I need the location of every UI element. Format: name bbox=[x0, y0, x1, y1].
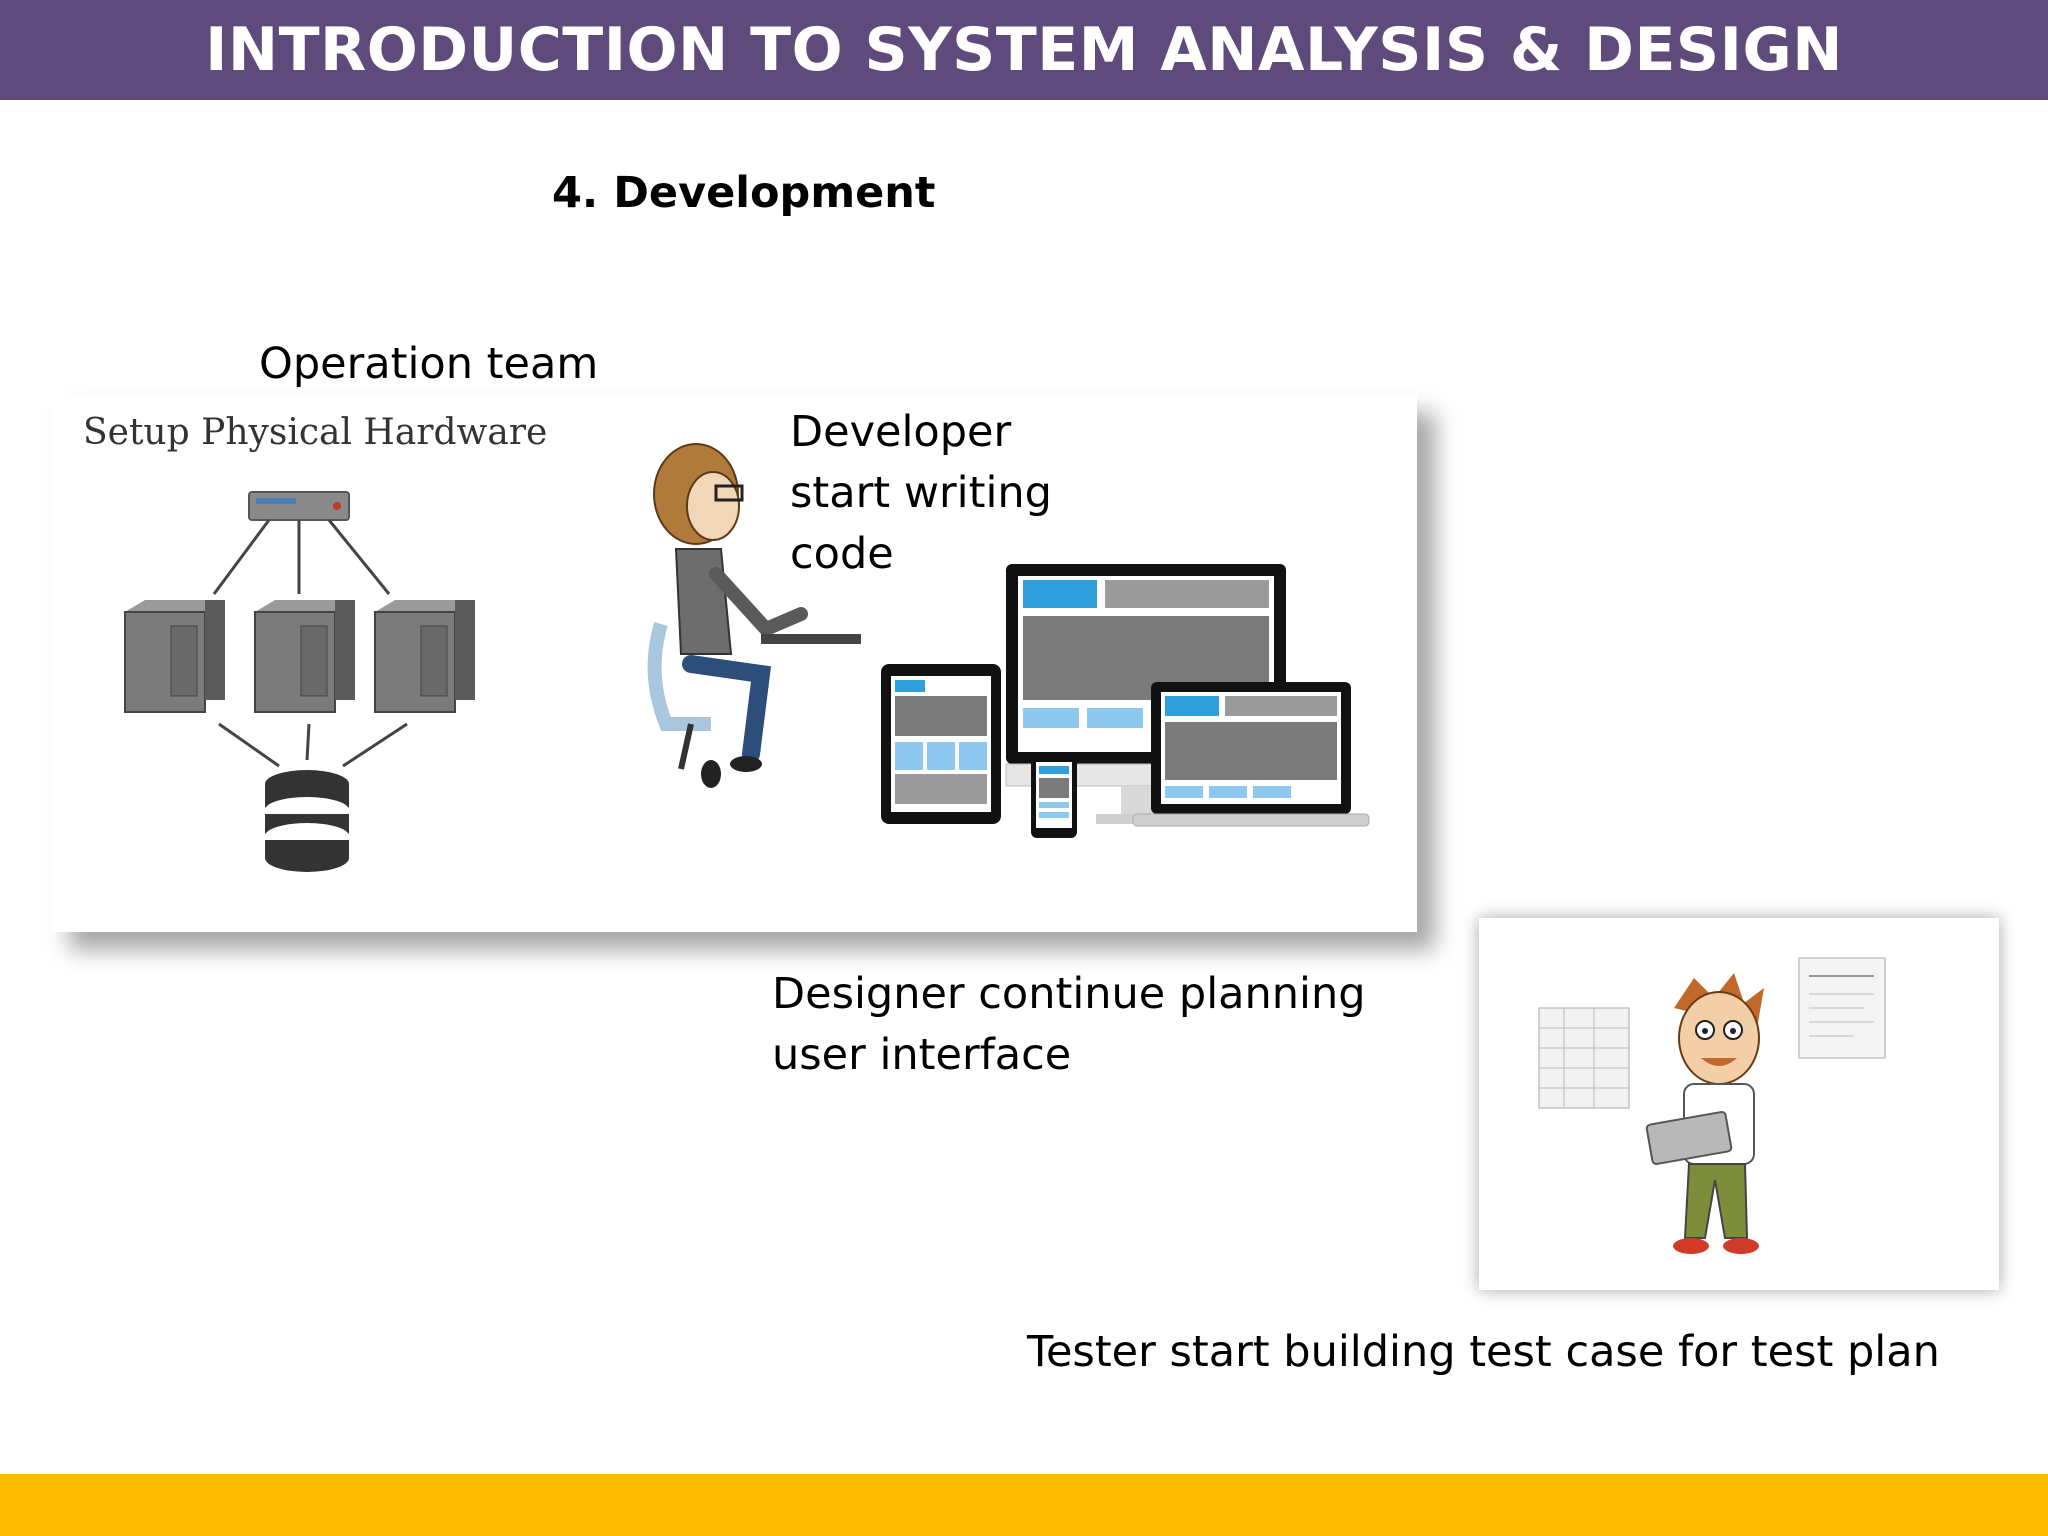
tablet-icon bbox=[881, 664, 1001, 824]
tester-illustration-panel bbox=[1479, 918, 1999, 1290]
designer-label-line1: Designer continue planning bbox=[772, 969, 1366, 1019]
server-icon-2 bbox=[254, 600, 355, 713]
developer-figure-icon bbox=[647, 443, 861, 788]
designer-label-line2: user interface bbox=[772, 1030, 1072, 1080]
developer-label-line3: code bbox=[790, 529, 894, 579]
developer-label-line2: start writing bbox=[790, 468, 1052, 518]
development-illustration-panel: Setup Physical Hardware bbox=[51, 394, 1417, 932]
hardware-caption: Setup Physical Hardware bbox=[83, 412, 548, 453]
tester-character-icon bbox=[1645, 973, 1764, 1254]
laptop-icon bbox=[1132, 682, 1370, 827]
server-icon-1 bbox=[124, 600, 225, 713]
database-icon bbox=[265, 770, 349, 872]
tester-label: Tester start building test case for test… bbox=[1027, 1327, 1940, 1377]
section-heading: 4. Development bbox=[552, 168, 936, 218]
operation-team-label: Operation team bbox=[259, 339, 599, 389]
hardware-network-illustration bbox=[124, 491, 475, 872]
server-icon-3 bbox=[374, 600, 475, 713]
footer-bar bbox=[0, 1474, 2048, 1536]
tester-illustration bbox=[1538, 957, 1886, 1254]
developer-label: Developer start writing code bbox=[790, 402, 1052, 585]
header-bar bbox=[0, 0, 2048, 100]
phone-icon bbox=[1031, 752, 1077, 838]
requirements-document-icon bbox=[1798, 957, 1886, 1059]
slide-title: INTRODUCTION TO SYSTEM ANALYSIS & DESIGN bbox=[205, 15, 1843, 85]
responsive-devices-illustration bbox=[881, 564, 1370, 838]
designer-label: Designer continue planning user interfac… bbox=[772, 964, 1366, 1086]
spreadsheet-document-icon bbox=[1538, 1007, 1630, 1109]
developer-label-line1: Developer bbox=[790, 407, 1012, 457]
